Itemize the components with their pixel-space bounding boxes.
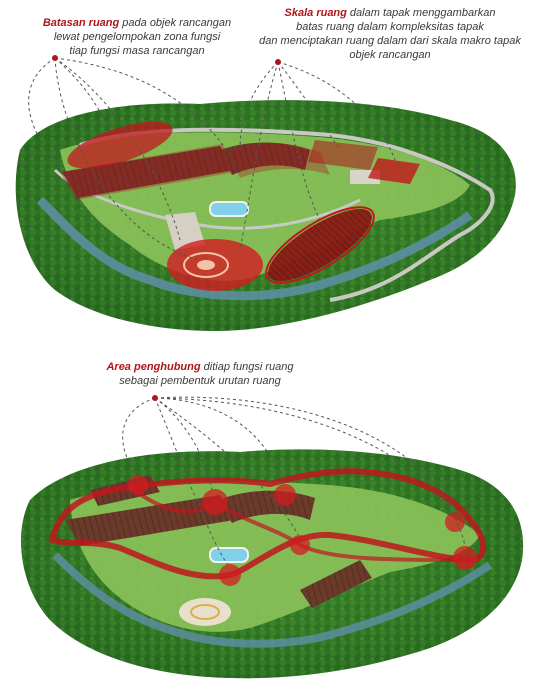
bottom-site-plan (21, 395, 523, 678)
connector-node (453, 546, 477, 570)
circular-plaza (179, 598, 231, 626)
connector-node (274, 484, 296, 506)
annotation-dot (152, 395, 158, 401)
top-site-plan (16, 55, 516, 331)
annotation-dot (275, 59, 281, 65)
connector-node (202, 489, 228, 515)
connector-node (219, 564, 241, 586)
circular-plaza-core (197, 260, 215, 270)
pool (210, 548, 248, 562)
connector-node (445, 512, 465, 532)
annotation-dot (52, 55, 58, 61)
pool (210, 202, 248, 216)
connector-node (290, 535, 310, 555)
